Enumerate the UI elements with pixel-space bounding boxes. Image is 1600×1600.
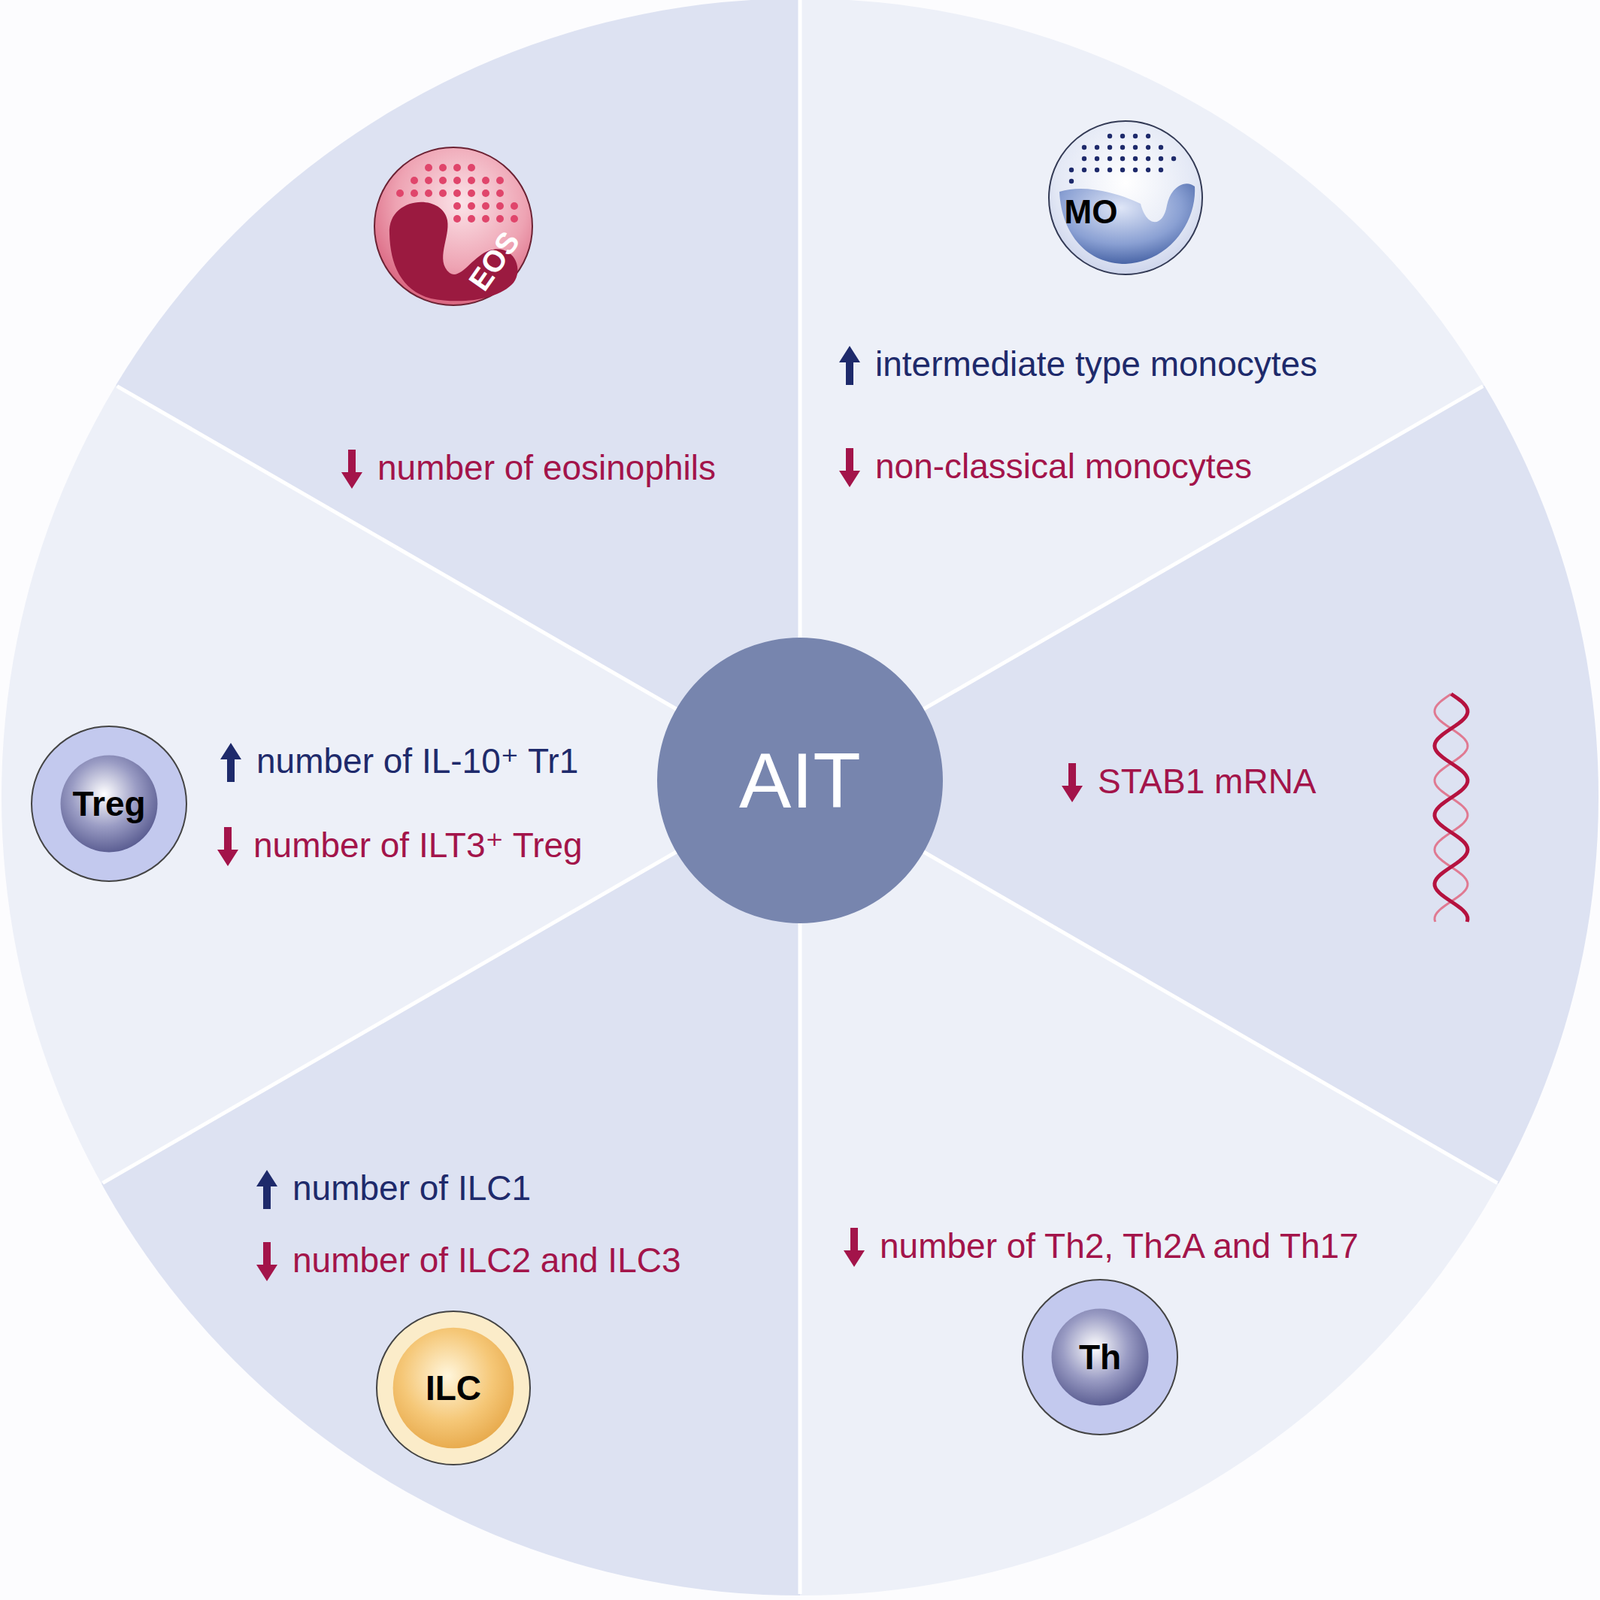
cell-icon: Treg xyxy=(30,725,188,882)
divider-line xyxy=(103,836,703,1183)
divider-line xyxy=(798,893,803,1594)
cell-label: MO xyxy=(1064,195,1119,229)
effect-text: STAB1 mRNA xyxy=(1097,761,1317,802)
cell-label: ILC xyxy=(425,1370,482,1406)
cell-icon: EOS xyxy=(373,146,534,307)
effect-text: number of ILC2 and ILC3 xyxy=(292,1240,682,1281)
down-arrow xyxy=(843,1227,865,1267)
up-arrow xyxy=(256,1169,278,1210)
down-arrow xyxy=(1061,763,1083,803)
effect-text: number of eosinophils xyxy=(377,448,716,488)
wedge-fill xyxy=(800,780,1600,1600)
effect-text: number of ILC1 xyxy=(292,1168,531,1209)
cell-icon: MO xyxy=(1048,120,1204,276)
center-label: AIT xyxy=(739,741,861,820)
divider-line xyxy=(897,386,1483,725)
effect-text: number of ILT3⁺ Treg xyxy=(253,825,583,866)
down-arrow xyxy=(256,1242,278,1282)
divider-line xyxy=(798,0,803,668)
cell-icon: Th xyxy=(1021,1278,1179,1436)
effect-text: number of Th2, Th2A and Th17 xyxy=(879,1226,1359,1267)
effect-text: intermediate type monocytes xyxy=(875,344,1318,385)
cell-icon: ILC xyxy=(375,1310,531,1466)
wedge-fill xyxy=(0,780,800,1600)
divider-line xyxy=(117,386,703,725)
up-arrow xyxy=(839,345,861,385)
divider-line xyxy=(897,836,1497,1183)
down-arrow xyxy=(839,448,861,488)
up-arrow xyxy=(220,742,242,782)
mrna-strand xyxy=(1434,693,1468,922)
center-circle: AIT xyxy=(657,637,943,924)
down-arrow xyxy=(341,449,363,489)
cell-label: Treg xyxy=(72,786,146,822)
cell-drawing xyxy=(373,146,534,307)
effect-text: non-classical monocytes xyxy=(875,446,1252,487)
mrna-strand xyxy=(1434,693,1468,922)
cell-label: Th xyxy=(1078,1339,1122,1375)
effect-text: number of IL-10⁺ Tr1 xyxy=(256,741,579,782)
down-arrow xyxy=(217,827,239,867)
